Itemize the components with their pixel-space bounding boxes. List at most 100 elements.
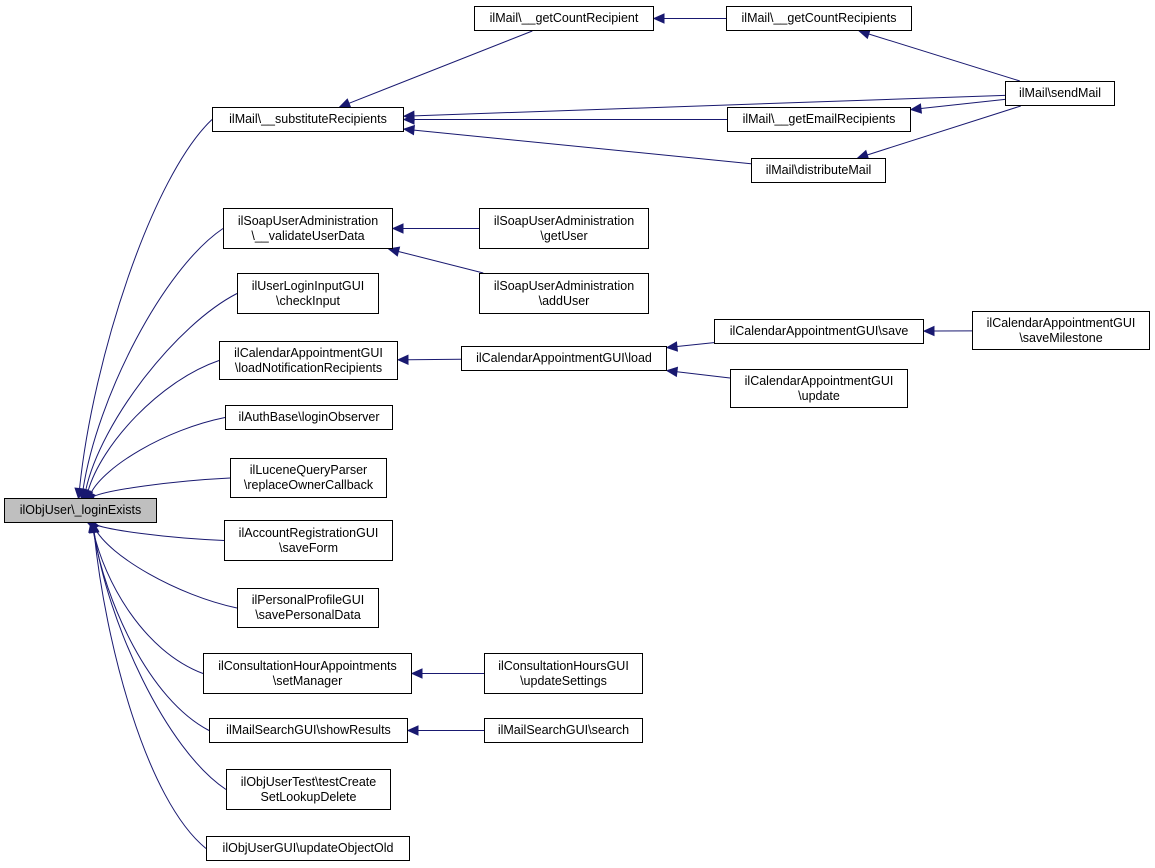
node-label-line: \setManager (272, 673, 343, 688)
edge-updateObjectOld-to-root (93, 532, 207, 849)
arrowhead-getEmailRecipients-to-substituteRecipients (402, 114, 415, 125)
edge-layer (74, 13, 1021, 849)
edge-addUser-to-validateUserData (398, 250, 484, 274)
node-save-milestone[interactable]: ilCalendarAppointmentGUI\saveMilestone (972, 311, 1150, 350)
edge-setManager-to-root (92, 530, 204, 674)
node-label-line: \update (798, 388, 840, 403)
arrowhead-sendMail-to-getEmailRecipients (909, 103, 923, 114)
node-label-line: ilMail\__getEmailRecipients (742, 112, 896, 126)
arrowhead-updateSettings-to-setManager (410, 668, 423, 679)
node-label-line: ilUserLoginInputGUI (251, 278, 365, 293)
edge-loadNotificationRecipients-to-root (87, 360, 220, 492)
edge-checkInput-to-root (85, 293, 238, 491)
node-label-line: ilCalendarAppointmentGUI (986, 315, 1136, 330)
node-login-observer[interactable]: ilAuthBase\loginObserver (225, 405, 393, 430)
node-label-line: ilCalendarAppointmentGUI\save (729, 324, 909, 338)
node-label-line: ilMail\sendMail (1019, 86, 1101, 100)
node-add-user[interactable]: ilSoapUserAdministration\addUser (479, 273, 649, 314)
arrowhead-mailSearch-to-showResults (406, 725, 419, 736)
node-load-notification-recipients[interactable]: ilCalendarAppointmentGUI\loadNotificatio… (219, 341, 398, 380)
node-get-email-recipients[interactable]: ilMail\__getEmailRecipients (727, 107, 911, 132)
node-label-line: ilObjUser\_loginExists (19, 503, 142, 517)
node-distribute-mail[interactable]: ilMail\distributeMail (751, 158, 886, 183)
node-label-line: ilMailSearchGUI\search (497, 723, 630, 737)
arrowhead-distributeMail-to-substituteRecipients (402, 124, 415, 136)
node-label-line: \getUser (540, 228, 588, 243)
node-replace-owner-callback[interactable]: ilLuceneQueryParser\replaceOwnerCallback (230, 458, 387, 498)
node-label-line: ilMail\distributeMail (765, 163, 872, 177)
arrowhead-addUser-to-validateUserData (387, 246, 401, 257)
node-label-line: \updateSettings (520, 673, 607, 688)
node-label-line: ilCalendarAppointmentGUI (234, 345, 383, 360)
node-get-count-recipient[interactable]: ilMail\__getCountRecipient (474, 6, 654, 31)
edge-getCountRecipient-to-substituteRecipients (348, 30, 533, 104)
arrowhead-calLoad-to-loadNotificationRecipients (396, 354, 409, 365)
node-label-line: ilObjUserGUI\updateObjectOld (222, 841, 394, 855)
arrowhead-calUpdate-to-calLoad (665, 366, 679, 378)
edge-loginObserver-to-root (90, 417, 226, 494)
node-root-login-exists: ilObjUser\_loginExists (4, 498, 157, 523)
node-label-line: ilMail\__getCountRecipient (489, 11, 639, 25)
edge-sendMail-to-distributeMail (867, 105, 1021, 156)
node-label-line: \savePersonalData (255, 608, 361, 622)
node-label-line: \saveForm (278, 540, 339, 555)
node-check-input[interactable]: ilUserLoginInputGUI\checkInput (237, 273, 379, 314)
edge-sendMail-to-getEmailRecipients (920, 98, 1006, 109)
node-label-line: ilMailSearchGUI\showResults (226, 723, 391, 737)
node-validate-user-data[interactable]: ilSoapUserAdministration\__validateUserD… (223, 208, 393, 249)
edge-validateUserData-to-root (82, 228, 224, 490)
node-get-user[interactable]: ilSoapUserAdministration\getUser (479, 208, 649, 249)
node-get-count-recipients[interactable]: ilMail\__getCountRecipients (726, 6, 912, 31)
node-label-line: ilSoapUserAdministration (493, 278, 635, 293)
node-update-object-old[interactable]: ilObjUserGUI\updateObjectOld (206, 836, 410, 861)
node-label-line: ilCalendarAppointmentGUI (744, 373, 894, 388)
edge-showResults-to-root (92, 531, 210, 731)
node-calendar-update[interactable]: ilCalendarAppointmentGUI\update (730, 369, 908, 408)
node-send-mail[interactable]: ilMail\sendMail (1005, 81, 1115, 106)
node-label-line: SetLookupDelete (260, 789, 357, 804)
arrowhead-calSave-to-calLoad (665, 341, 678, 352)
node-label-line: ilAccountRegistrationGUI (238, 525, 379, 540)
edge-savePersonalData-to-root (94, 527, 238, 609)
node-label-line: ilAuthBase\loginObserver (238, 410, 380, 424)
node-save-personal-data[interactable]: ilPersonalProfileGUI\savePersonalData (237, 588, 379, 628)
node-label-line: ilMail\__getCountRecipients (741, 11, 897, 25)
edge-calUpdate-to-calLoad (676, 371, 731, 379)
arrowhead-saveMilestone-to-calSave (922, 325, 935, 337)
edge-substituteRecipients-to-root (79, 119, 213, 489)
node-label-line: \checkInput (276, 293, 340, 308)
node-substitute-recipients[interactable]: ilMail\__substituteRecipients (212, 107, 404, 132)
node-label-line: ilConsultationHoursGUI (498, 658, 629, 673)
node-label-line: ilSoapUserAdministration (493, 213, 635, 228)
node-label-line: ilCalendarAppointmentGUI\load (476, 351, 652, 365)
node-label-line: \replaceOwnerCallback (243, 478, 374, 492)
node-save-form[interactable]: ilAccountRegistrationGUI\saveForm (224, 520, 393, 561)
edge-sendMail-to-substituteRecipients (413, 94, 1006, 117)
node-label-line: \addUser (538, 293, 590, 308)
node-label-line: \__validateUserData (251, 228, 365, 243)
node-calendar-load[interactable]: ilCalendarAppointmentGUI\load (461, 346, 667, 371)
node-label-line: \loadNotificationRecipients (234, 360, 383, 375)
node-update-settings[interactable]: ilConsultationHoursGUI\updateSettings (484, 653, 643, 694)
arrowhead-getCountRecipients-to-getCountRecipient (652, 13, 665, 24)
edge-replaceOwnerCallback-to-root (93, 477, 231, 498)
edge-calSave-to-calLoad (676, 342, 715, 348)
node-label-line: ilLuceneQueryParser (249, 463, 368, 477)
edge-testCreate-to-root (93, 531, 227, 790)
node-label-line: ilSoapUserAdministration (237, 213, 379, 228)
edge-saveForm-to-root (94, 523, 225, 541)
node-set-manager[interactable]: ilConsultationHourAppointments\setManage… (203, 653, 412, 694)
node-show-results[interactable]: ilMailSearchGUI\showResults (209, 718, 408, 743)
node-label-line: ilConsultationHourAppointments (218, 658, 397, 673)
node-calendar-save[interactable]: ilCalendarAppointmentGUI\save (714, 319, 924, 344)
arrowhead-updateObjectOld-to-root (88, 521, 100, 534)
node-mail-search[interactable]: ilMailSearchGUI\search (484, 718, 643, 743)
node-label-line: ilMail\__substituteRecipients (229, 112, 387, 126)
arrowhead-getUser-to-validateUserData (391, 223, 404, 234)
node-label-line: \saveMilestone (1019, 330, 1103, 345)
node-label-line: ilObjUserTest\testCreate (240, 774, 377, 789)
edge-distributeMail-to-substituteRecipients (413, 129, 752, 165)
node-label-line: ilPersonalProfileGUI (251, 593, 365, 607)
